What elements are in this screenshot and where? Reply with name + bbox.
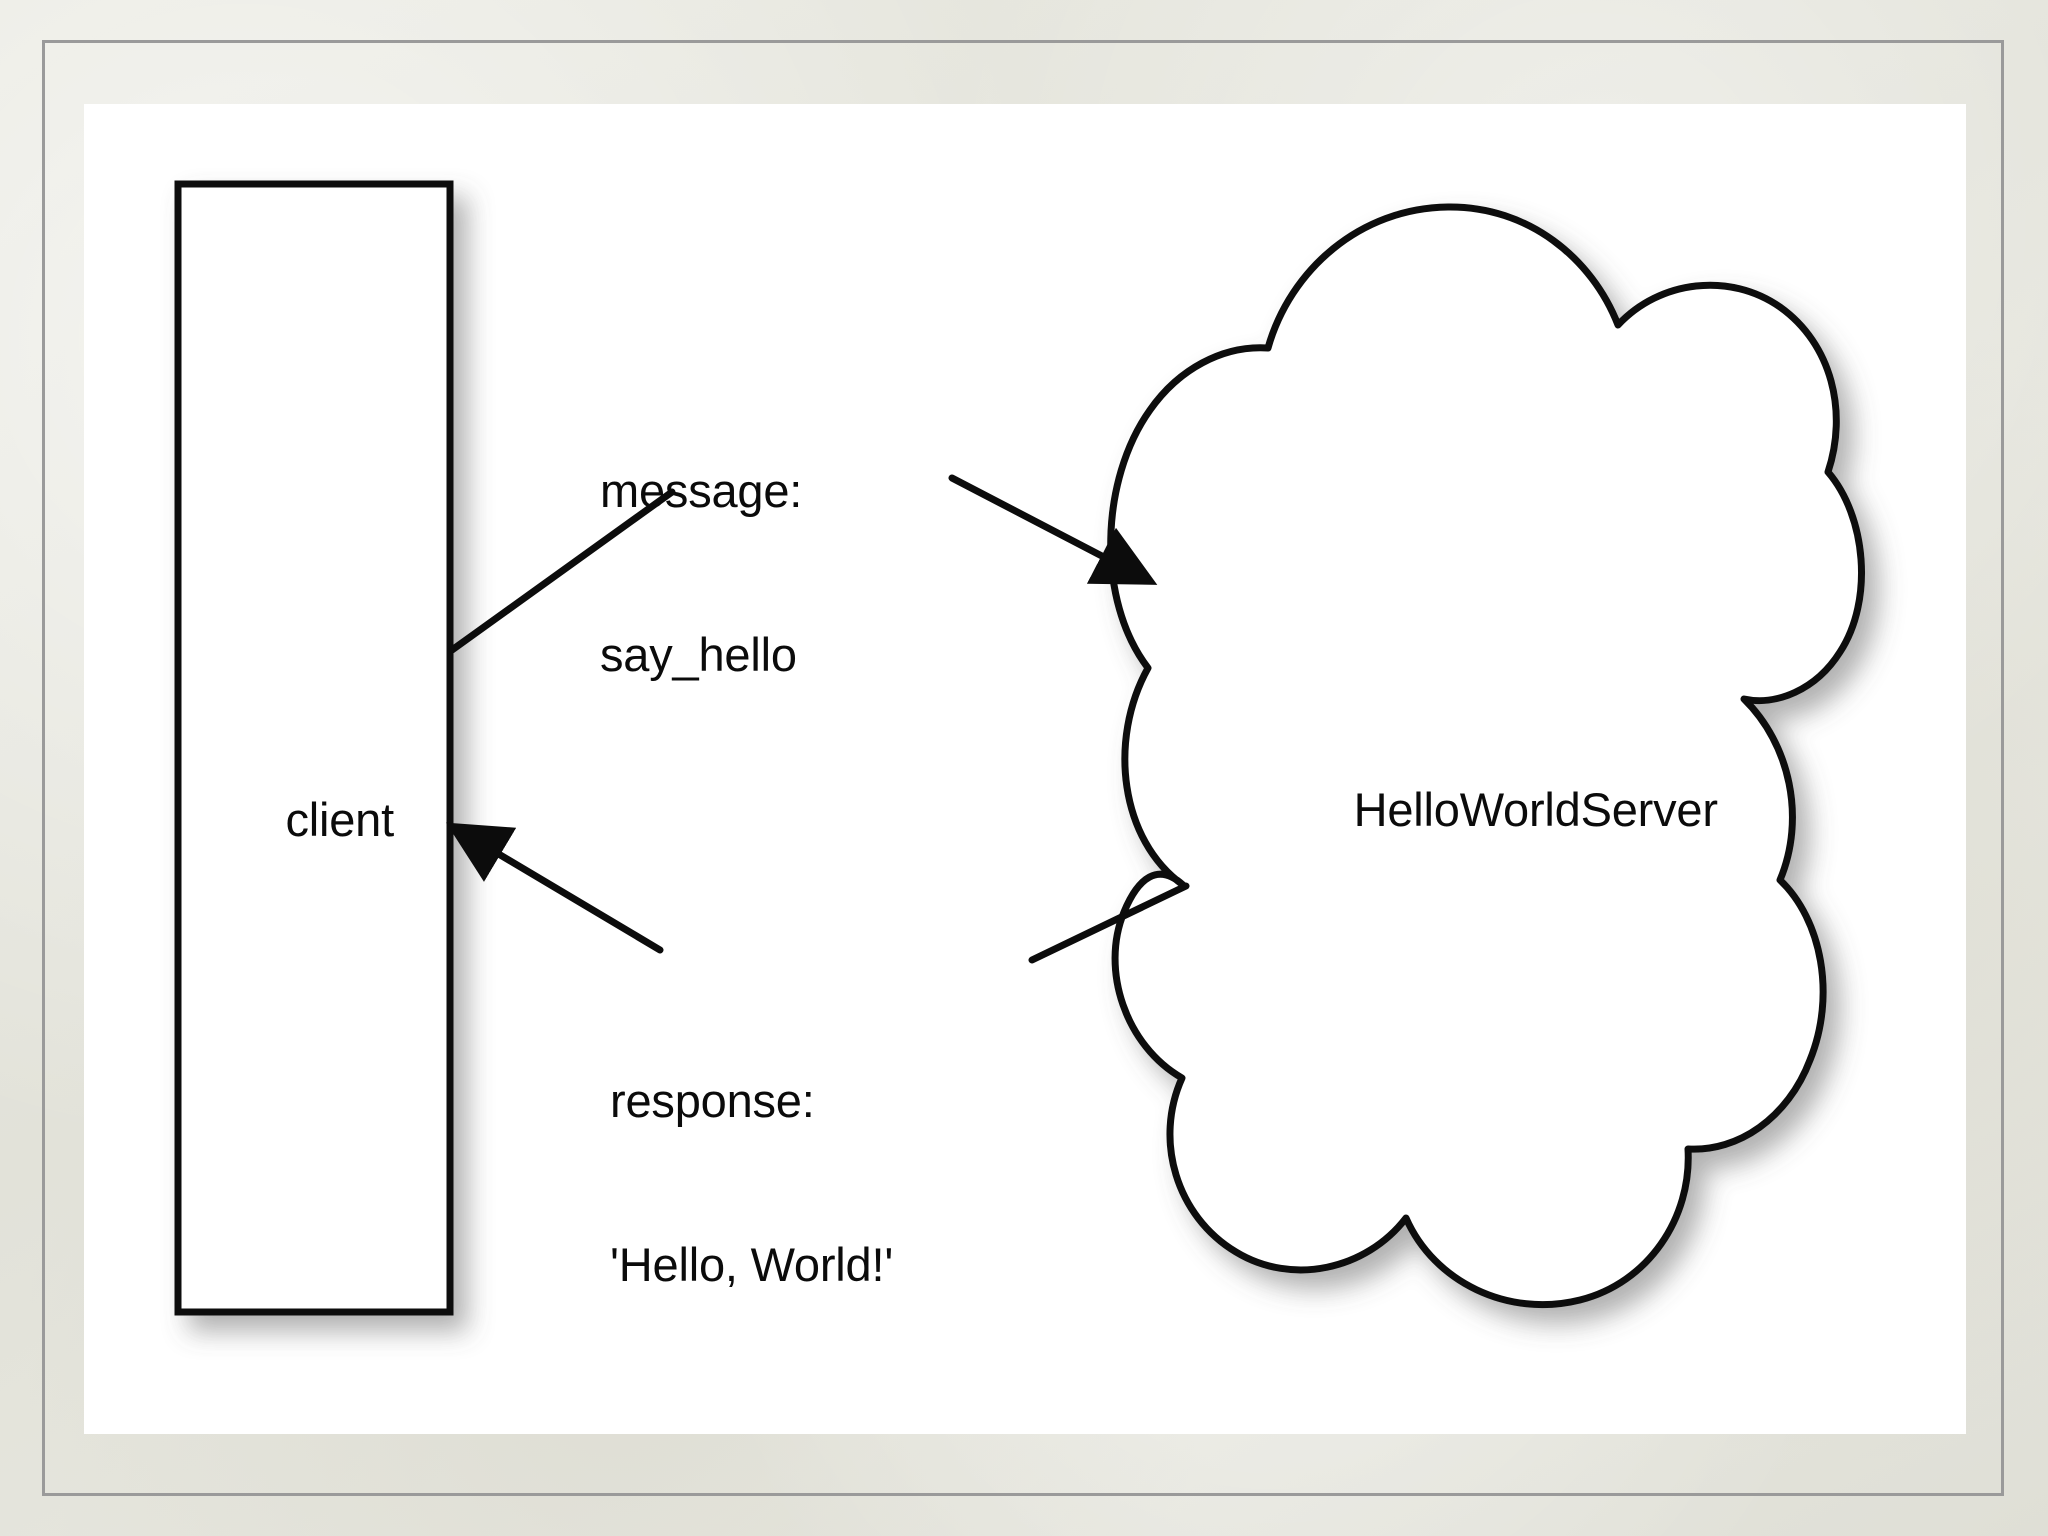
client-box-shape	[174, 180, 454, 1316]
request-line-right-segment-arrow	[948, 474, 1158, 585]
slide-frame-border	[42, 40, 2004, 1496]
request-label-line-1: message:	[600, 464, 803, 518]
edge-reply[interactable]	[445, 822, 1190, 964]
server-label-text: HelloWorldServer	[1353, 782, 1718, 836]
reply-label-line-2: 'Hello, World!'	[610, 1237, 894, 1291]
reply-label-line-1: response:	[610, 1074, 815, 1128]
client-node-label: client	[178, 738, 450, 902]
client-label-text: client	[285, 792, 394, 846]
edge-request[interactable]	[448, 474, 1158, 654]
request-edge-label: message: say_hello	[600, 355, 1000, 791]
reply-line-right-segment	[1028, 882, 1190, 964]
request-label-line-2: say_hello	[600, 627, 797, 681]
request-line-left-segment	[448, 488, 676, 654]
reply-line-left-segment-arrow	[445, 822, 664, 954]
server-node-label: HelloWorldServer	[1190, 728, 1830, 892]
node-server[interactable]	[1107, 203, 1865, 1309]
node-client[interactable]	[174, 180, 454, 1316]
server-cloud-shape	[1107, 203, 1865, 1309]
reply-edge-label: response: 'Hello, World!'	[610, 965, 1050, 1401]
